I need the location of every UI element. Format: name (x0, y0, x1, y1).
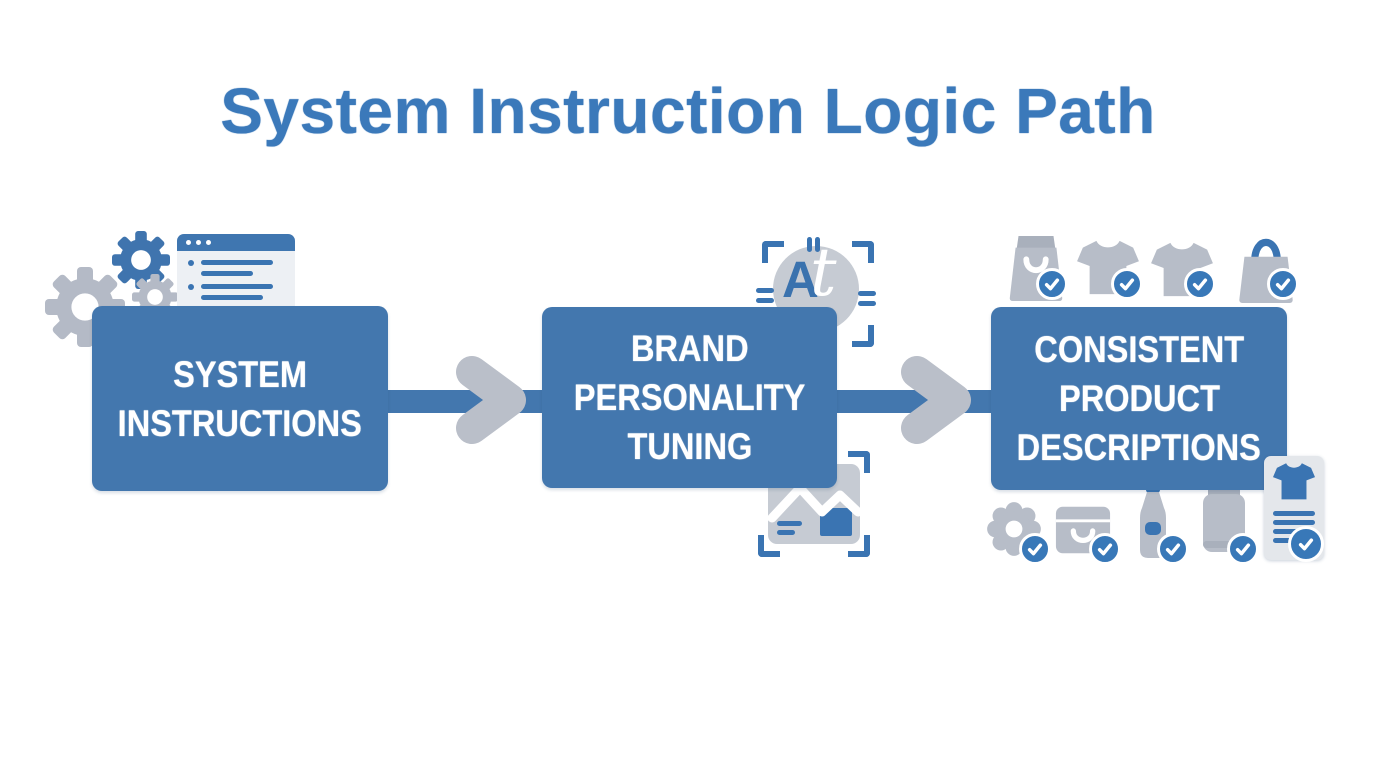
equals-icon (756, 288, 774, 293)
text-line (201, 260, 273, 265)
text-line (1273, 511, 1315, 516)
window-dot-icon (196, 240, 201, 245)
browser-titlebar (177, 234, 295, 251)
corner-bracket-icon (848, 451, 870, 473)
node-label-line: DESCRIPTIONS (1016, 427, 1262, 468)
node-label-line: PERSONALITY (573, 377, 806, 418)
browser-window-icon (177, 234, 295, 308)
corner-bracket-icon (852, 325, 874, 347)
check-icon (1227, 533, 1259, 565)
bullet-icon (188, 284, 194, 290)
corner-bracket-icon (848, 535, 870, 557)
tshirt-icon (1273, 463, 1315, 500)
equals-icon (858, 291, 876, 296)
corner-bracket-icon (758, 535, 780, 557)
node-label-line: TUNING (627, 426, 752, 467)
check-icon (1019, 533, 1051, 565)
node-label-line: INSTRUCTIONS (117, 402, 363, 444)
node-label-line: SYSTEM (173, 353, 307, 395)
check-icon (1267, 268, 1299, 300)
corner-bracket-icon (762, 241, 784, 263)
node-label-line: BRAND (630, 328, 749, 369)
text-line (201, 284, 273, 289)
text-line (201, 295, 263, 300)
check-icon (1089, 533, 1121, 565)
quote-icon (807, 237, 812, 252)
window-dot-icon (186, 240, 191, 245)
equals-icon (858, 301, 876, 306)
page-title: System Instruction Logic Path (220, 75, 1156, 147)
bullet-icon (188, 260, 194, 266)
arrow-chevron-icon (895, 350, 980, 450)
equals-icon (756, 298, 774, 303)
window-dot-icon (206, 240, 211, 245)
product-sheet-icon (1264, 456, 1324, 562)
check-icon (1288, 526, 1324, 562)
quote-icon (815, 237, 820, 252)
corner-bracket-icon (852, 241, 874, 263)
node-label-line: CONSISTENT (1034, 329, 1244, 370)
arrow-chevron-icon (450, 350, 535, 450)
letter-a: A (782, 251, 819, 308)
flow-node-system-instructions: SYSTEM INSTRUCTIONS (92, 306, 388, 491)
check-icon (1157, 533, 1189, 565)
check-icon (1036, 268, 1068, 300)
letter-t: t (810, 234, 837, 311)
check-icon (1184, 268, 1216, 300)
text-line (1273, 538, 1301, 543)
flow-node-brand-personality-tuning: BRAND PERSONALITY TUNING (542, 307, 837, 488)
flow-node-consistent-product-descriptions: CONSISTENT PRODUCT DESCRIPTIONS (991, 307, 1287, 490)
node-label-line: PRODUCT (1058, 378, 1220, 419)
check-icon (1111, 268, 1143, 300)
text-line (201, 271, 253, 276)
text-line (1273, 520, 1315, 525)
